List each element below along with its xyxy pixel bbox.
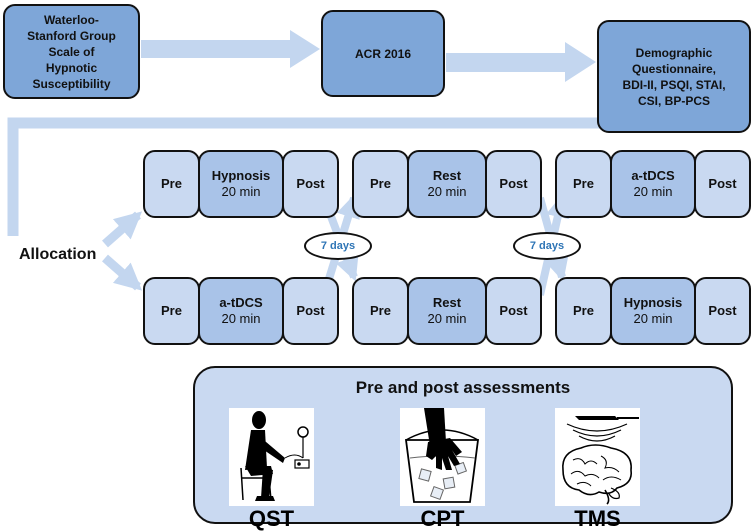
washout-ellipse-1: 7 days [304, 232, 372, 260]
row2-block-2-pre: Pre [352, 277, 409, 345]
row1-block-1-pre: Pre [143, 150, 200, 218]
washout-ellipse-2: 7 days [513, 232, 581, 260]
intervention-duration: 20 min [633, 311, 673, 326]
qst-label: QST [248, 506, 295, 531]
assessments-panel: Pre and post assessments QST [193, 366, 733, 531]
brain-with-coil-icon [562, 416, 639, 505]
cpt-label: CPT [420, 506, 465, 531]
intervention-duration: 20 min [633, 184, 673, 199]
row1-block-2-pre: Pre [352, 150, 409, 218]
waterloo-stanford-text: Waterloo- Stanford Group Scale of Hypnot… [27, 12, 116, 91]
arrow-waterloo-to-acr [141, 30, 320, 68]
intervention-duration: 20 min [221, 311, 261, 326]
tms-image-panel [555, 408, 640, 506]
arrow-allocation-to-row1 [102, 211, 143, 248]
allocation-label: Allocation [19, 246, 97, 263]
intervention-name: a-tDCS [219, 295, 263, 310]
row2-block-3-post: Post [694, 277, 751, 345]
row1-block-3-pre: Pre [555, 150, 612, 218]
intervention-duration: 20 min [221, 184, 261, 199]
row1-block-3-post: Post [694, 150, 751, 218]
intervention-name: Hypnosis [211, 168, 271, 183]
acr-2016-box: ACR 2016 [321, 10, 445, 97]
arrow-acr-to-demographic [446, 42, 596, 82]
cpt-image-panel [400, 408, 485, 506]
intervention-name: Rest [432, 295, 462, 310]
intervention-name: Rest [432, 168, 462, 183]
intervention-duration: 20 min [427, 311, 467, 326]
demographic-questionnaire-box: Demographic Questionnaire, BDI-II, PSQI,… [597, 20, 751, 133]
row2-block-1-post: Post [282, 277, 339, 345]
qst-image-panel [229, 408, 314, 506]
intervention-name: Hypnosis [623, 295, 683, 310]
row2-block-2-post: Post [485, 277, 542, 345]
person-with-qst-device-icon [240, 411, 310, 501]
row1-block-2-post: Post [485, 150, 542, 218]
row2-block-3-pre: Pre [555, 277, 612, 345]
demographic-questionnaire-text: Demographic Questionnaire, BDI-II, PSQI,… [622, 45, 726, 108]
waterloo-stanford-box: Waterloo- Stanford Group Scale of Hypnot… [3, 4, 140, 99]
row1-block-1-post: Post [282, 150, 339, 218]
assessments-title: Pre and post assessments [355, 378, 571, 397]
hand-in-ice-bucket-icon [404, 408, 480, 503]
tms-label: TMS [574, 506, 621, 531]
arrow-demographic-to-allocation [7, 117, 603, 236]
row2-block-1-pre: Pre [143, 277, 200, 345]
acr-2016-text: ACR 2016 [354, 46, 412, 61]
intervention-duration: 20 min [427, 184, 467, 199]
arrow-allocation-to-row2 [102, 254, 143, 291]
intervention-name: a-tDCS [631, 168, 675, 183]
